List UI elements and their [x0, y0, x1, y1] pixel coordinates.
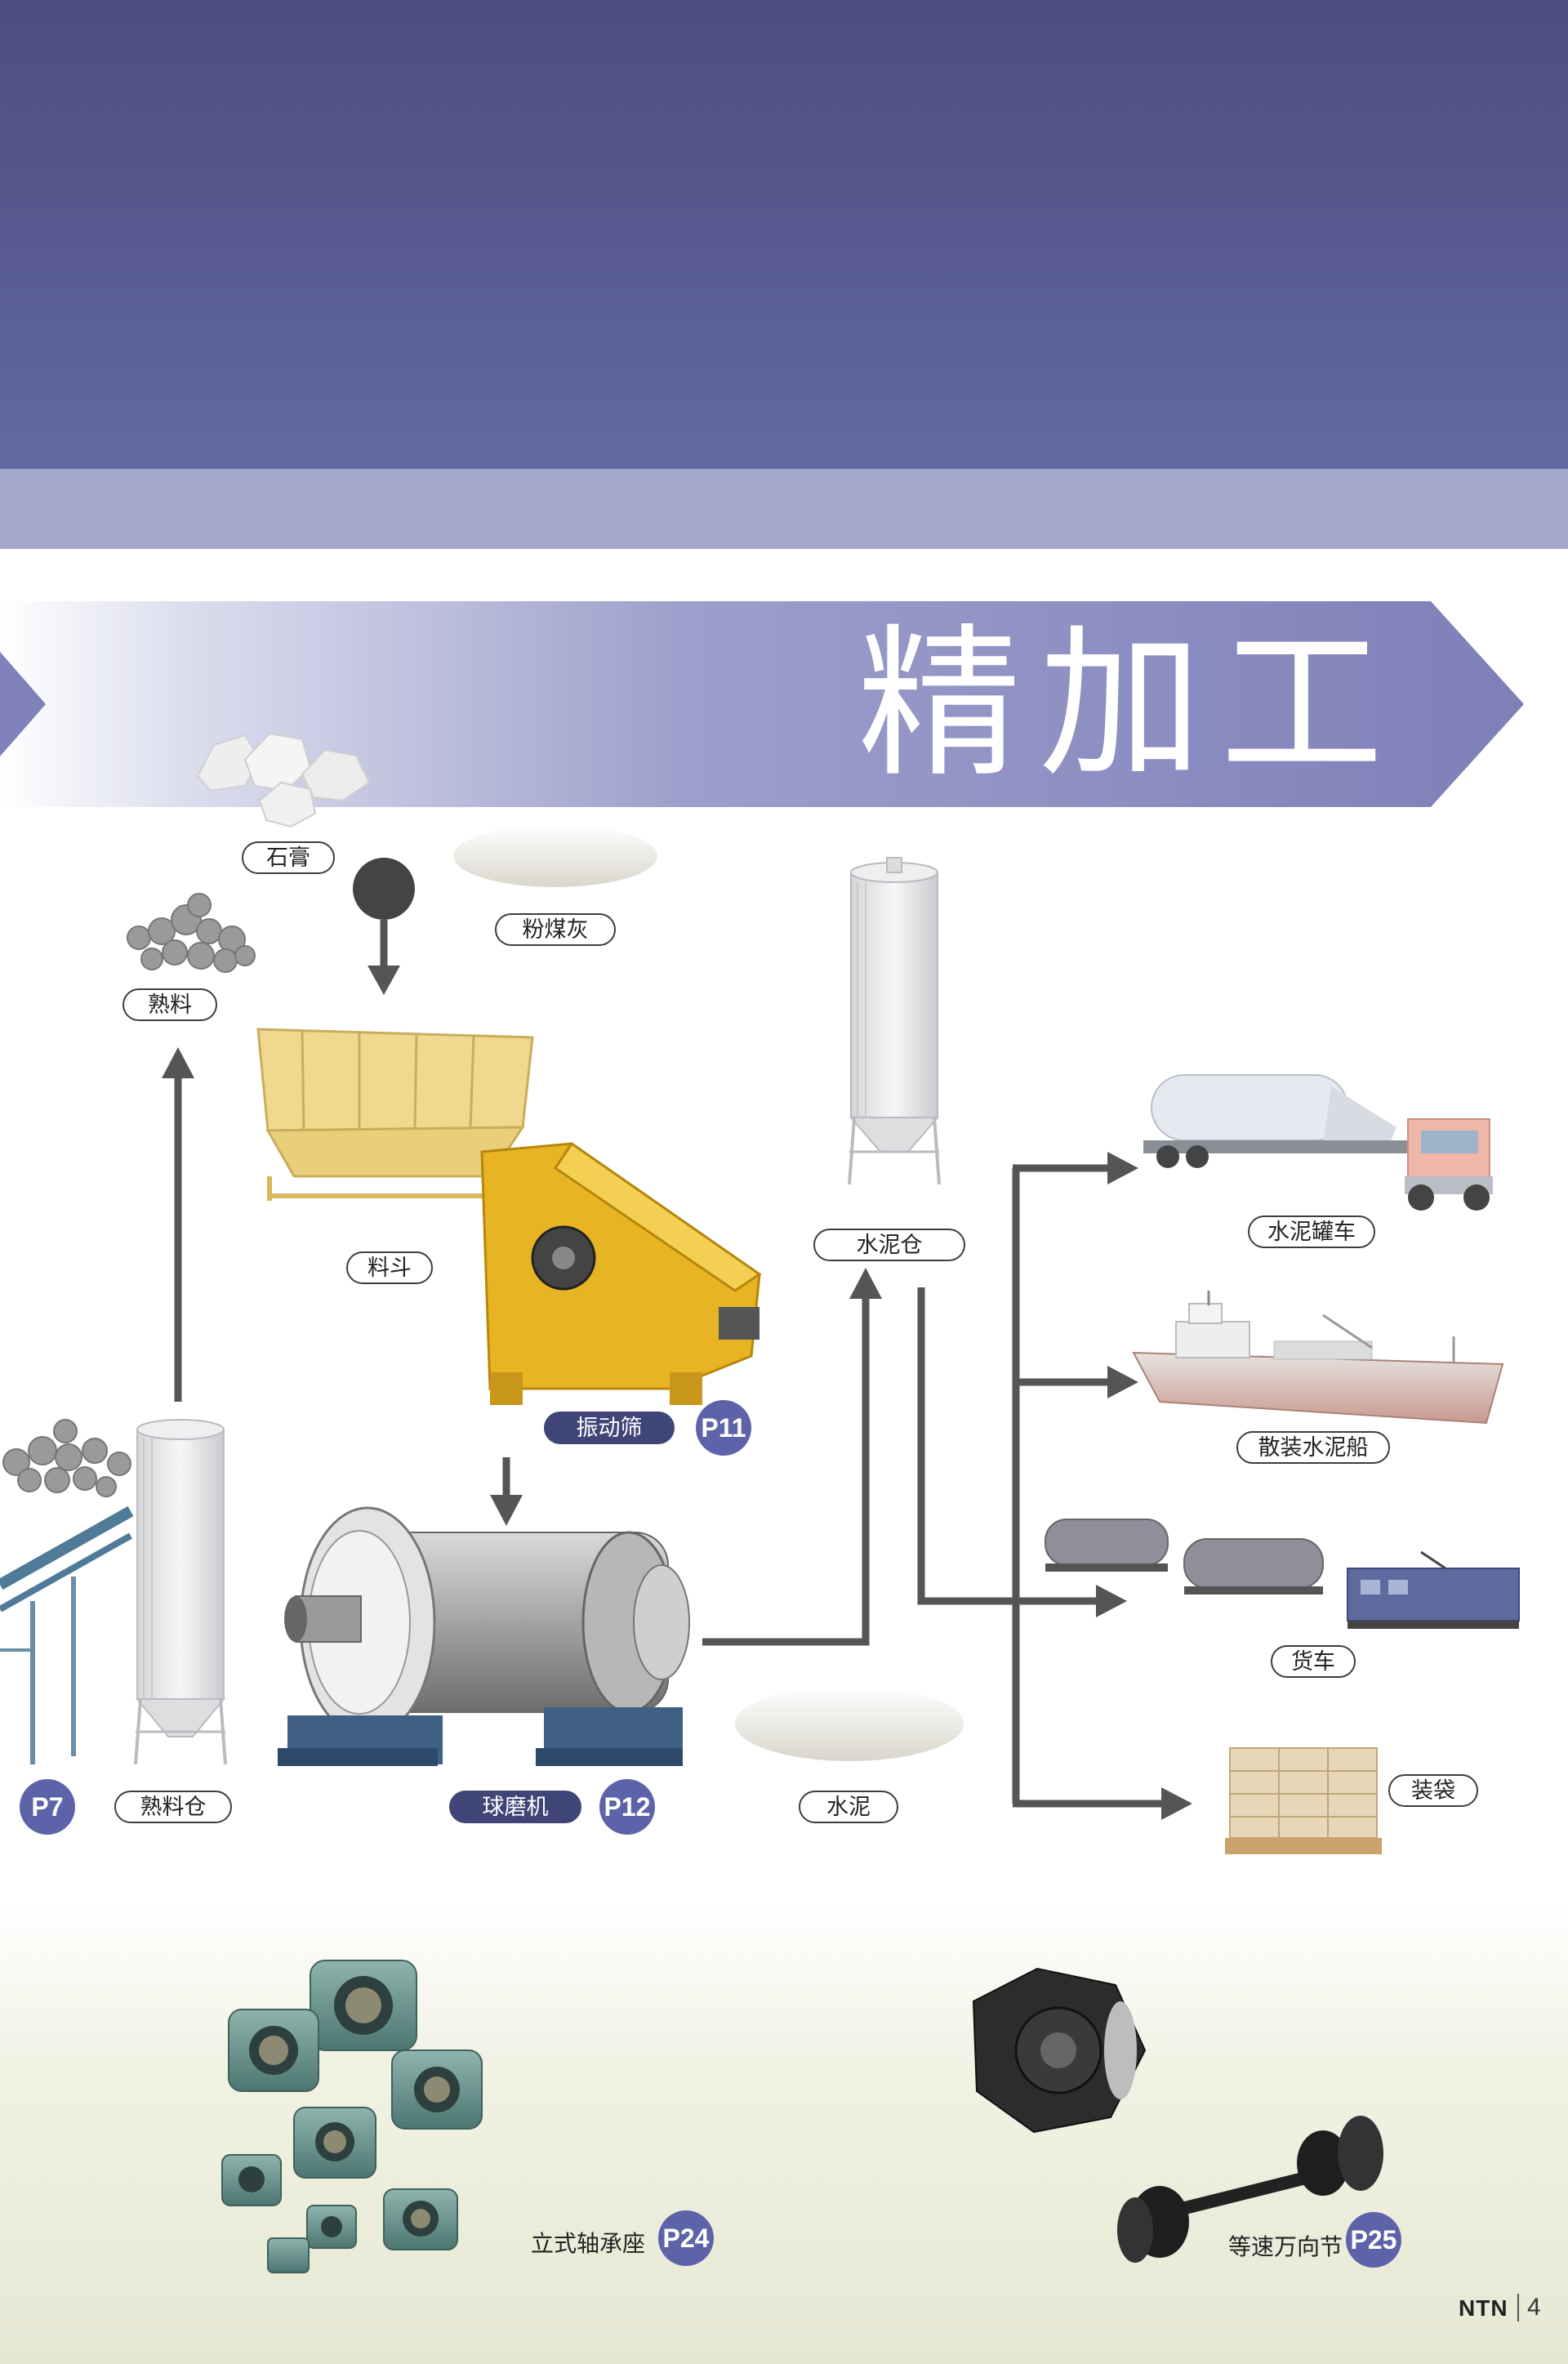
cement-silo-image [848, 857, 941, 1185]
hopper-image [256, 1028, 534, 1201]
label-cement-tanker: 水泥罐车 [1248, 1215, 1375, 1248]
label-cement: 水泥 [799, 1791, 898, 1823]
fly-ash-image [453, 825, 657, 887]
label-freight-train: 货车 [1271, 1645, 1356, 1678]
label-bagging: 装袋 [1388, 1774, 1478, 1807]
page-number: 4 [1517, 2294, 1541, 2322]
vibrating-screen-image [480, 1141, 762, 1405]
bulk-cement-ship-image [1132, 1291, 1504, 1425]
page-ref-pillow-block[interactable]: P24 [658, 2210, 714, 2266]
arrow-screen-to-mill [490, 1457, 523, 1526]
arrow-feed-to-hopper [368, 920, 400, 995]
header-stripe [0, 469, 1568, 549]
cement-image [735, 1686, 964, 1761]
page-ref-cv-joint[interactable]: P25 [1346, 2212, 1401, 2268]
clinker-silo-image [134, 1419, 227, 1765]
ball-mill-image [278, 1506, 690, 1766]
title-banner [0, 601, 1524, 807]
cv-joint-image [972, 1967, 1383, 2263]
arrow-mill-to-cement-silo [702, 1268, 882, 1646]
cement-tanker-image [1143, 1074, 1493, 1211]
label-vibrating-screen: 振动筛 [544, 1412, 675, 1444]
label-clinker: 熟料 [122, 988, 217, 1021]
feed-inlet-icon [353, 858, 415, 920]
arrow-distribution [917, 1164, 1165, 1808]
page-ref-vibrating-screen[interactable]: P11 [696, 1400, 751, 1456]
gypsum-image [196, 732, 371, 828]
header-band [0, 0, 1568, 469]
page-ref-ball-mill[interactable]: P12 [599, 1779, 655, 1835]
label-fly-ash: 粉煤灰 [495, 913, 616, 946]
label-hopper: 料斗 [346, 1251, 433, 1284]
arrow-heads [1096, 1152, 1192, 1820]
label-gypsum: 石膏 [242, 841, 335, 874]
label-bulk-cement-ship: 散装水泥船 [1236, 1431, 1390, 1464]
brand-logo: NTN [1459, 2295, 1508, 2321]
freight-train-image [1045, 1519, 1520, 1629]
product-label-pillow-block: 立式轴承座 [531, 2230, 646, 2257]
clinker-pile-left [2, 1419, 131, 1497]
label-cement-silo: 水泥仓 [813, 1229, 965, 1261]
conveyor-image [0, 1505, 134, 1764]
page-ref-prev[interactable]: P7 [20, 1779, 75, 1835]
label-clinker-silo: 熟料仓 [114, 1791, 232, 1823]
bagged-cement-image [1225, 1747, 1382, 1854]
pillow-block-bearing-image [221, 1960, 483, 2273]
page-title: 精加工 [858, 609, 1402, 800]
product-label-cv-joint: 等速万向节 [1228, 2233, 1343, 2260]
label-ball-mill: 球磨机 [449, 1791, 581, 1823]
products-background [0, 1903, 1568, 2364]
clinker-image [127, 893, 256, 973]
arrow-clinker-silo-up [162, 1047, 194, 1402]
